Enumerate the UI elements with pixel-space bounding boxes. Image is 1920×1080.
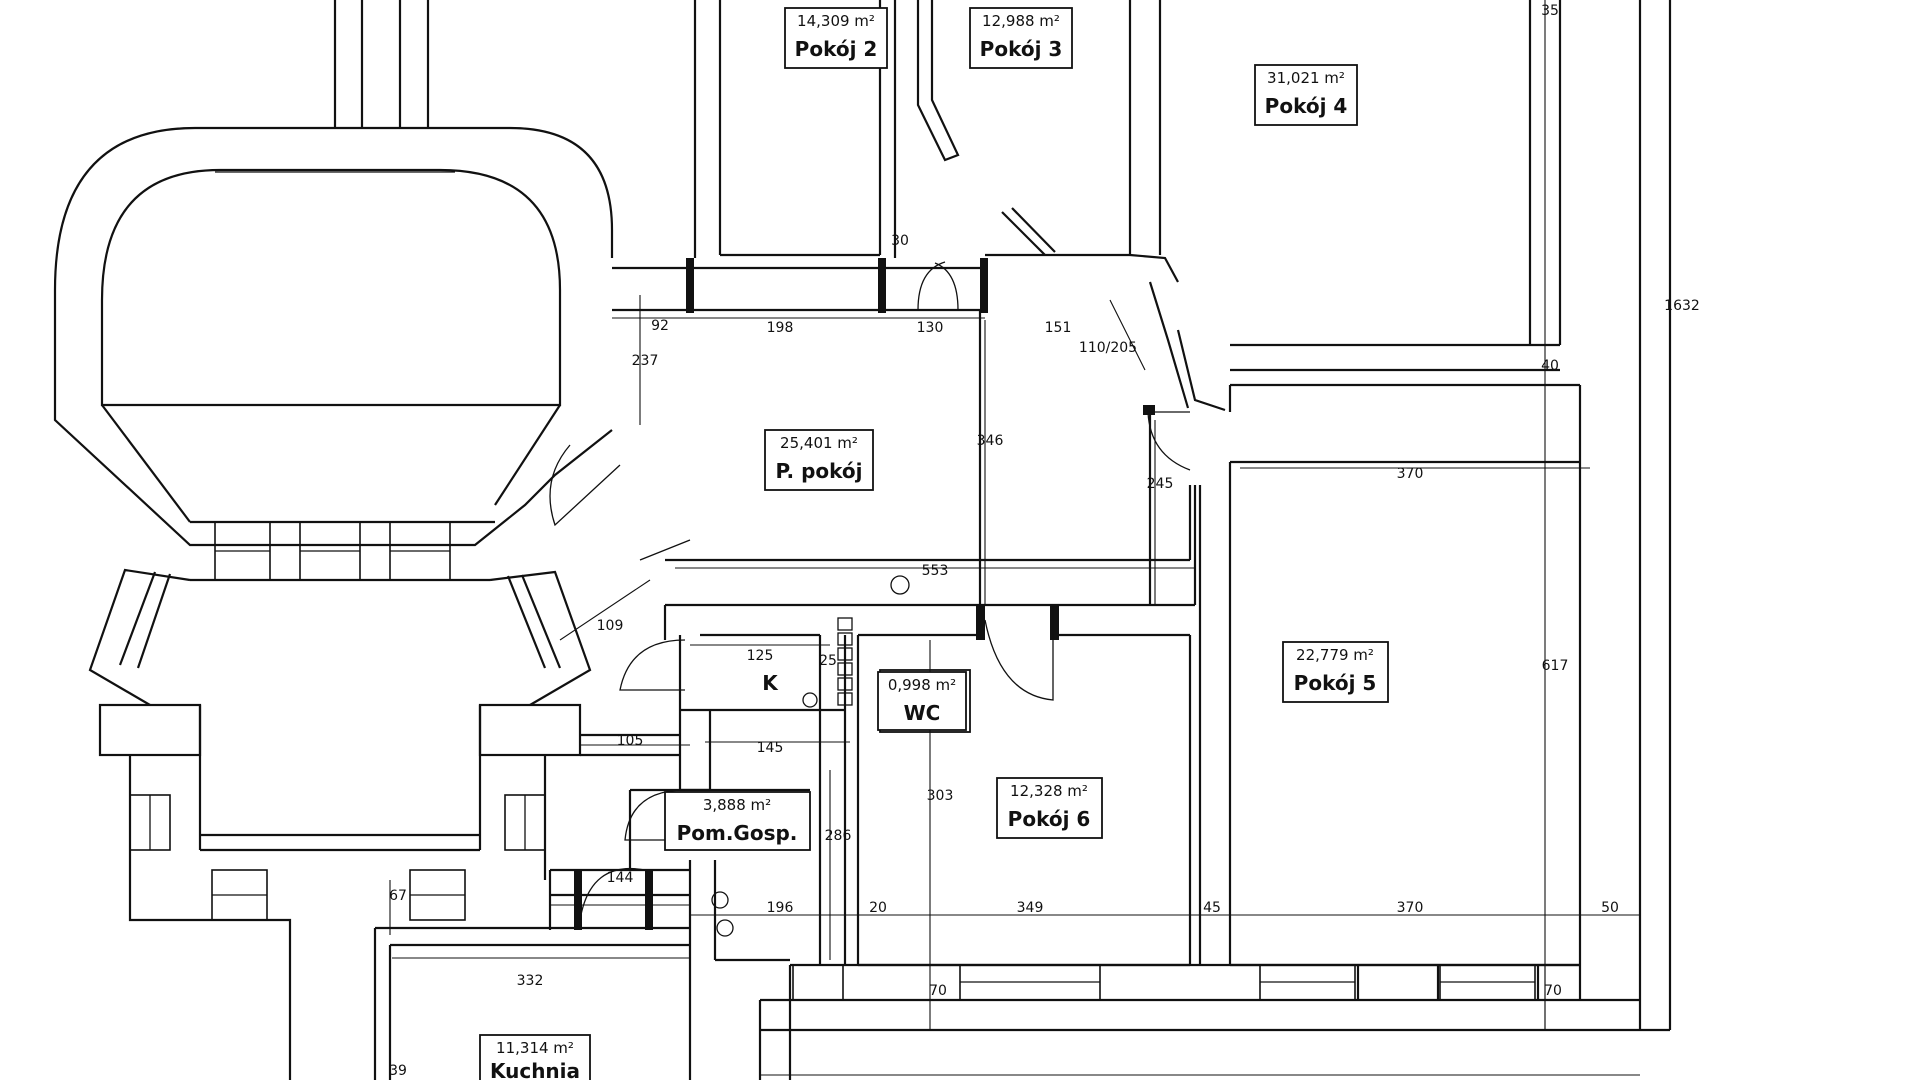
room-label-pokoj4: 31,021 m² Pokój 4	[1254, 64, 1358, 126]
dim-370b: 370	[1397, 900, 1424, 916]
room-label-kuchnia: 11,314 m² Kuchnia	[479, 1034, 591, 1080]
dim-617: 617	[1542, 658, 1569, 674]
svg-text:14,309 m²: 14,309 m²	[797, 12, 875, 30]
svg-text:Pokój 3: Pokój 3	[980, 37, 1063, 61]
dim-50: 50	[1601, 900, 1619, 916]
pipe-icon	[711, 575, 910, 937]
svg-text:3,888 m²: 3,888 m²	[703, 796, 771, 814]
svg-text:P. pokój: P. pokój	[776, 459, 863, 483]
room-label-wc: 0,998 m² WC	[877, 671, 967, 731]
dim-40: 40	[1541, 358, 1559, 374]
dim-198: 198	[767, 320, 794, 336]
dim-30: 30	[891, 233, 909, 249]
svg-text:Pokój 5: Pokój 5	[1294, 671, 1377, 695]
svg-text:12,988 m²: 12,988 m²	[982, 12, 1060, 30]
dim-45: 45	[1203, 900, 1221, 916]
svg-text:Kuchnia: Kuchnia	[490, 1059, 580, 1080]
dim-125: 125	[747, 648, 774, 664]
dim-70a: 70	[929, 983, 947, 999]
dim-196: 196	[767, 900, 794, 916]
walls	[53, 0, 1672, 1080]
dim-151: 151	[1045, 320, 1072, 336]
dim-39: 39	[389, 1063, 407, 1079]
dim-92: 92	[651, 318, 669, 334]
room-label-pomgosp: 3,888 m² Pom.Gosp.	[664, 791, 811, 851]
dim-346: 346	[977, 433, 1004, 449]
svg-text:25,401 m²: 25,401 m²	[780, 434, 858, 452]
svg-text:22,779 m²: 22,779 m²	[1296, 646, 1374, 664]
dim-237: 237	[632, 353, 659, 369]
svg-text:Pom.Gosp.: Pom.Gosp.	[677, 821, 798, 845]
svg-text:11,314 m²: 11,314 m²	[496, 1039, 574, 1057]
dim-144: 144	[607, 870, 634, 886]
dimension-labels: 198 130 151 110/205 237 92 30 346 245 37…	[389, 3, 1700, 1079]
dim-67: 67	[389, 888, 407, 904]
room-label-pokoj5: 22,779 m² Pokój 5	[1282, 641, 1389, 703]
dim-130: 130	[917, 320, 944, 336]
room-label-pokoj3: 12,988 m² Pokój 3	[969, 7, 1073, 69]
room-label-k: K	[762, 671, 779, 695]
dim-553: 553	[922, 563, 949, 579]
dimension-lines	[389, 0, 1671, 1076]
svg-text:12,328 m²: 12,328 m²	[1010, 782, 1088, 800]
dim-332: 332	[517, 973, 544, 989]
svg-text:31,021 m²: 31,021 m²	[1267, 69, 1345, 87]
radiator-icon	[837, 617, 853, 706]
dim-370a: 370	[1397, 466, 1424, 482]
svg-text:Pokój 4: Pokój 4	[1265, 94, 1348, 118]
svg-text:K: K	[762, 671, 779, 695]
room-label-pokoj6: 12,328 m² Pokój 6	[996, 777, 1103, 839]
dim-303: 303	[927, 788, 954, 804]
dim-20: 20	[869, 900, 887, 916]
dim-110: 110/205	[1079, 340, 1137, 356]
dim-286: 286	[825, 828, 852, 844]
svg-text:0,998 m²: 0,998 m²	[888, 676, 956, 694]
doors	[549, 261, 1191, 921]
dim-245: 245	[1147, 476, 1174, 492]
dim-105: 105	[617, 733, 644, 749]
dim-1632: 1632	[1664, 298, 1700, 314]
svg-text:Pokój 6: Pokój 6	[1008, 807, 1091, 831]
dim-109: 109	[597, 618, 624, 634]
svg-text:WC: WC	[904, 701, 941, 725]
svg-text:Pokój 2: Pokój 2	[795, 37, 878, 61]
room-label-ppokoj: 25,401 m² P. pokój	[764, 429, 874, 491]
dim-25: 25	[819, 653, 837, 669]
dim-35: 35	[1541, 3, 1559, 19]
room-label-pokoj2: 14,309 m² Pokój 2	[784, 7, 888, 69]
dim-145: 145	[757, 740, 784, 756]
dim-70b: 70	[1544, 983, 1562, 999]
dim-349: 349	[1017, 900, 1044, 916]
